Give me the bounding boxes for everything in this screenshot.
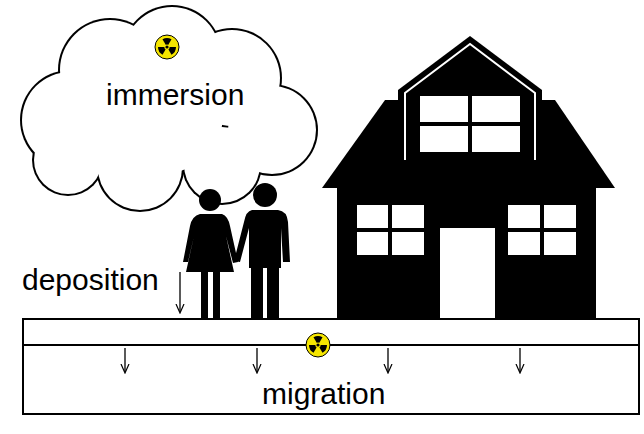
surface-layer-line xyxy=(23,344,639,346)
node-label: migration xyxy=(262,376,385,412)
cloud-region: immersion xyxy=(10,5,320,205)
people xyxy=(183,183,290,318)
node-label: immersion xyxy=(106,77,244,113)
cloud xyxy=(20,5,318,212)
deposition-arrow xyxy=(179,272,180,312)
house xyxy=(322,36,615,318)
ground-band: migration xyxy=(22,318,640,415)
radiation-symbol xyxy=(306,333,330,357)
process-label: deposition xyxy=(22,262,159,298)
radiation-symbol xyxy=(155,35,179,59)
